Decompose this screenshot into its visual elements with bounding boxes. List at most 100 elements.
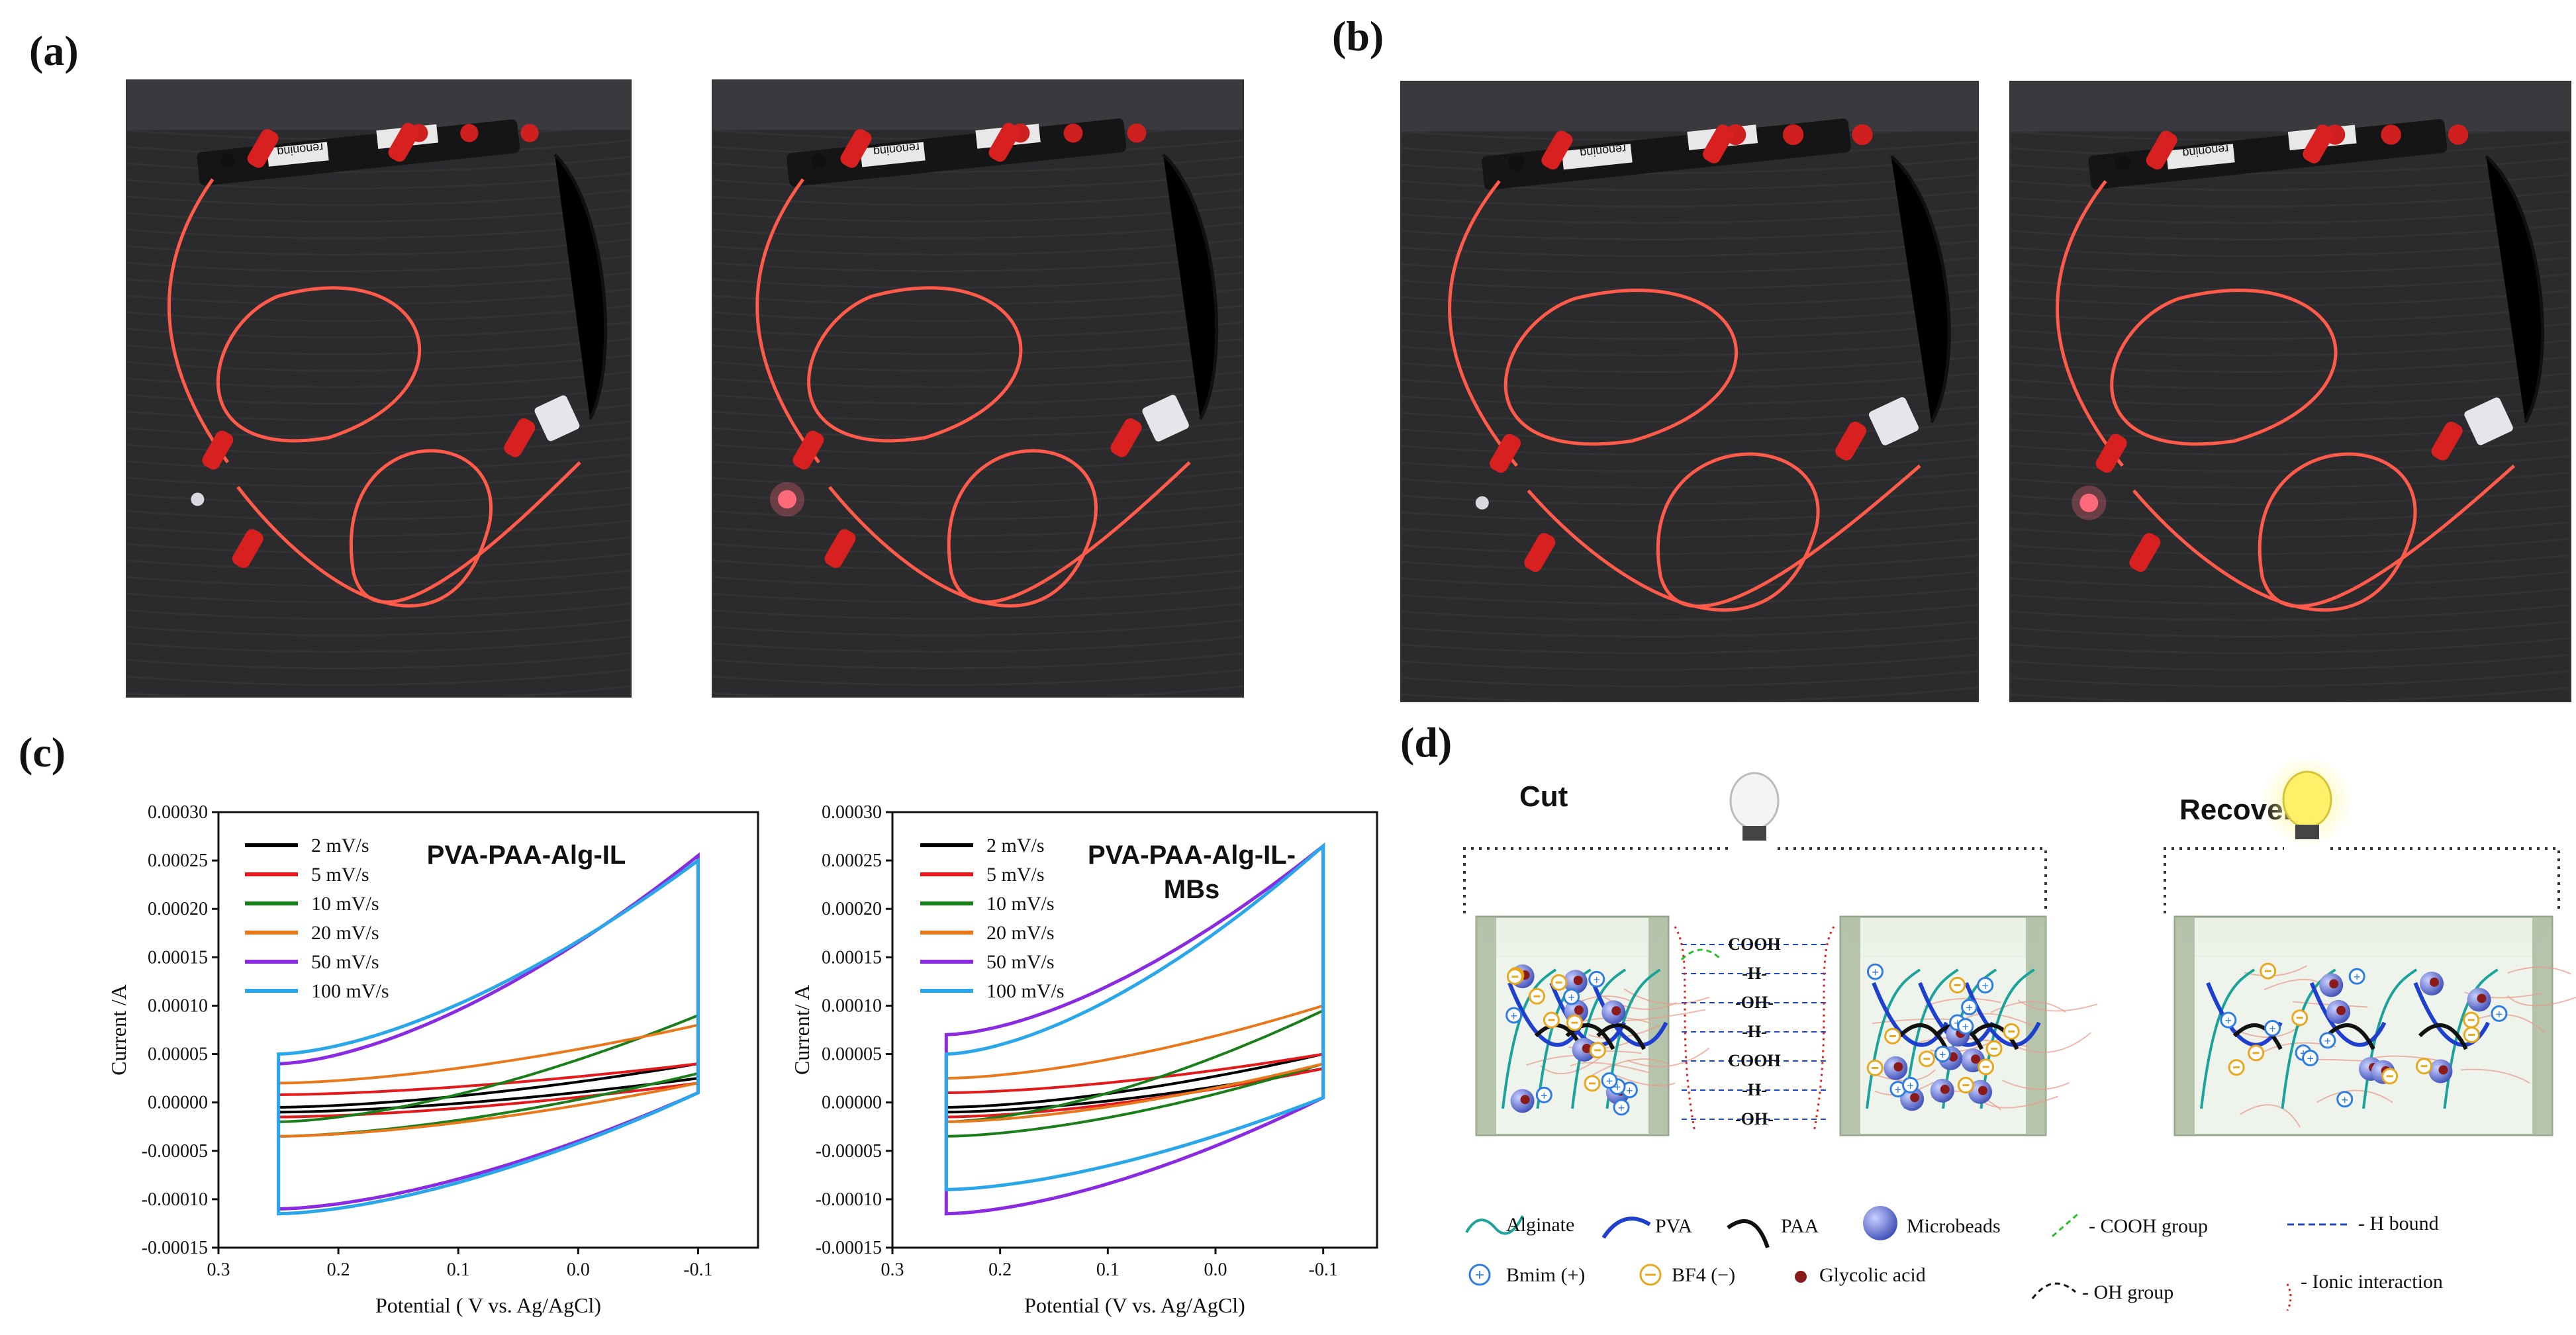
svg-text:+: +: [2324, 1035, 2332, 1048]
x-tick-label: 0.1: [447, 1260, 470, 1280]
legend-ionic: - Ionic interaction: [2301, 1271, 2443, 1293]
x-tick-label: 0.3: [207, 1260, 230, 1280]
y-tick-label: 0.00030: [822, 802, 882, 823]
cv-curve-5mvs: [279, 1064, 698, 1117]
diagram-legend: AlginatePVAPAAMicrobeads- COOH group- H …: [1466, 1206, 2443, 1311]
svg-text:+: +: [1475, 1266, 1484, 1284]
gel-recovered: ++++++++: [2175, 917, 2576, 1135]
y-axis-label: Current/ A: [794, 985, 814, 1075]
svg-text:+: +: [1626, 1084, 1633, 1097]
y-tick-label: 0.00015: [148, 947, 208, 968]
x-tick-label: -0.1: [1309, 1260, 1338, 1280]
svg-text:+: +: [1981, 979, 1989, 992]
svg-text:+: +: [1593, 973, 1600, 986]
plot-frame: [892, 812, 1377, 1248]
bond-label: -H-: [1742, 964, 1767, 983]
legend-entry: 2 mV/s: [986, 835, 1045, 856]
y-tick-label: 0.00020: [822, 899, 882, 919]
legend-pva: PVA: [1655, 1215, 1692, 1237]
legend-bmim: Bmim (+): [1506, 1264, 1585, 1286]
gel-cut-right: ++++++++: [1840, 917, 2097, 1135]
x-tick-label: 0.0: [1204, 1260, 1227, 1280]
legend-entry: 10 mV/s: [311, 893, 379, 915]
svg-text:+: +: [1872, 966, 1879, 979]
paa-icon: [1728, 1221, 1768, 1248]
cut-label: Cut: [1519, 780, 1568, 813]
plot-title: PVA-PAA-Alg-IL-: [1088, 841, 1296, 870]
legend-entry: 100 mV/s: [311, 980, 389, 1002]
y-axis-label: Current /A: [107, 984, 130, 1076]
legend-entry: 100 mV/s: [986, 980, 1065, 1002]
light-bulb-on-icon: [2261, 761, 2354, 847]
panel-label-d: (d): [1400, 718, 1452, 767]
microbead-icon: [1863, 1206, 1897, 1240]
legend-bf4: BF4 (−): [1672, 1264, 1735, 1286]
y-tick-label: 0.00025: [822, 851, 882, 871]
legend-entry: 50 mV/s: [986, 951, 1055, 973]
svg-text:+: +: [1541, 1089, 1548, 1102]
y-tick-label: 0.00015: [822, 947, 882, 968]
legend-cooh: - COOH group: [2089, 1215, 2208, 1237]
svg-text:+: +: [2307, 1052, 2314, 1066]
x-axis-label: Potential ( V vs. Ag/AgCl): [375, 1293, 601, 1317]
led-unlit: [1476, 496, 1489, 510]
legend-glycolic: Glycolic acid: [1819, 1264, 1926, 1286]
svg-text:+: +: [1966, 1001, 1973, 1015]
bond-label: -H-: [1742, 1080, 1767, 1099]
bond-labels: COOH-H--OH--H-COOH-H--OH-: [1675, 927, 1834, 1132]
bond-label: -OH-: [1735, 1109, 1774, 1128]
photo-a-led-off: renoning: [126, 79, 632, 698]
y-tick-label: -0.00010: [142, 1189, 208, 1210]
y-tick-label: -0.00015: [816, 1238, 882, 1258]
legend-entry: 10 mV/s: [986, 893, 1055, 915]
y-tick-label: 0.00030: [148, 802, 208, 823]
bond-label: COOH: [1728, 935, 1780, 954]
y-tick-label: -0.00005: [816, 1141, 882, 1162]
legend-hbound: - H bound: [2358, 1213, 2439, 1234]
y-tick-label: -0.00010: [816, 1189, 882, 1210]
plot-title: MBs: [1164, 875, 1219, 904]
panel-label-c: (c): [19, 728, 66, 777]
legend-entry: 50 mV/s: [311, 951, 379, 973]
legend-entry: 2 mV/s: [311, 835, 369, 856]
photo-b-led-on: renoning: [2009, 81, 2571, 702]
svg-text:+: +: [2496, 1007, 2503, 1021]
y-tick-label: 0.00000: [148, 1093, 208, 1113]
svg-text:+: +: [1962, 1021, 1970, 1034]
y-tick-label: 0.00010: [148, 995, 208, 1016]
svg-text:+: +: [2341, 1093, 2348, 1107]
svg-text:+: +: [1907, 1079, 1914, 1092]
y-tick-label: 0.00005: [822, 1044, 882, 1065]
panel-label-b: (b): [1332, 12, 1384, 61]
svg-text:+: +: [1568, 991, 1575, 1004]
legend-entry: 5 mV/s: [311, 864, 369, 886]
pva-icon: [1603, 1219, 1650, 1238]
svg-text:+: +: [2354, 970, 2361, 984]
cooh-icon: [2052, 1213, 2079, 1236]
oh-icon: [2032, 1283, 2075, 1299]
cv-plot-pva-paa-alg-il: 0.000300.000250.000200.000150.000100.000…: [106, 791, 794, 1332]
y-tick-label: 0.00000: [822, 1093, 882, 1113]
x-tick-label: 0.0: [567, 1260, 590, 1280]
svg-text:+: +: [1606, 1075, 1613, 1088]
x-tick-label: -0.1: [683, 1260, 712, 1280]
self-healing-schematic: Cut Recover ++++++++++++++++++++++++COOH…: [1456, 761, 2576, 1332]
x-tick-label: 0.2: [327, 1260, 350, 1280]
y-tick-label: 0.00020: [148, 899, 208, 919]
photo-b-led-off: renoning: [1400, 81, 1979, 702]
svg-text:+: +: [1510, 1009, 1517, 1023]
svg-text:+: +: [1895, 1083, 1902, 1097]
svg-text:+: +: [1939, 1048, 1946, 1062]
x-tick-label: 0.1: [1096, 1260, 1120, 1280]
legend-oh: - OH group: [2082, 1281, 2173, 1303]
led-unlit: [191, 492, 204, 506]
legend-alginate: Alginate: [1506, 1214, 1574, 1236]
y-tick-label: 0.00005: [148, 1044, 208, 1065]
legend-entry: 20 mV/s: [986, 922, 1055, 944]
light-bulb-off-icon: [1731, 773, 1778, 841]
svg-text:+: +: [2225, 1014, 2232, 1027]
x-tick-label: 0.2: [988, 1260, 1012, 1280]
cv-plot-pva-paa-alg-il-mbs: 0.000300.000250.000200.000150.000100.000…: [794, 791, 1397, 1332]
svg-text:+: +: [1618, 1101, 1625, 1115]
bond-label: -H-: [1742, 1022, 1767, 1041]
